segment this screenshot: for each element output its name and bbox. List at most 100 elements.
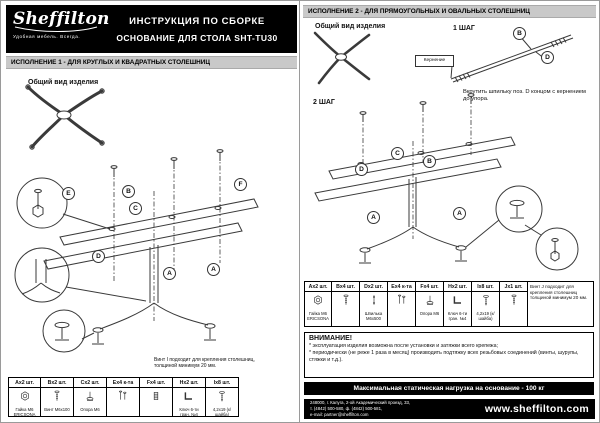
page-left: Sheffilton Удобная мебель. Всегда. ИНСТР… — [6, 5, 297, 420]
part-cell: Fx4 шт. — [140, 377, 173, 417]
page-divider — [299, 1, 300, 422]
callout-badge: A — [453, 207, 466, 220]
header-titles: ИНСТРУКЦИЯ ПО СБОРКЕ ОСНОВАНИЕ ДЛЯ СТОЛА… — [103, 5, 297, 53]
screw-icon — [480, 293, 492, 311]
bolt-icon — [340, 293, 352, 311]
part-qty: Bx2 шт. — [41, 378, 73, 388]
page-right: ИСПОЛНЕНИЕ 2 - ДЛЯ ПРЯМОУГОЛЬНЫХ И ОВАЛЬ… — [303, 5, 596, 420]
parts-table-exec1: Ax2 шт. Гайка М6 ERICSONA Bx2 шт. Винт М… — [8, 377, 239, 417]
part-label: Ключ 6-ти гран. №4 — [447, 311, 468, 321]
attention-item: * эксплуатация изделия возможна после ус… — [309, 343, 499, 349]
part-cell: Bx4 шт. — [332, 281, 360, 327]
fixing-note-right: Винт J подходит для крепления столешниц … — [530, 284, 588, 300]
stud-icon — [368, 293, 380, 311]
insert-icon — [150, 389, 162, 407]
part-label: Шпилька М6х500 — [364, 311, 383, 321]
bolt-icon — [51, 389, 63, 407]
assembly-diagram-exec2 — [303, 21, 596, 277]
part-qty: Fx4 шт. — [140, 378, 172, 388]
footer: 248000, г. Калуга, 2-ой Академический пр… — [304, 399, 595, 419]
part-qty: Ix8 шт. — [472, 282, 499, 292]
attention-item: * периодически (не реже 1 раза в месяц) … — [309, 349, 579, 363]
header: Sheffilton Удобная мебель. Всегда. ИНСТР… — [6, 5, 297, 53]
callout-badge: F — [234, 178, 247, 191]
callout-badge: B — [423, 155, 436, 168]
address-line: т. (4842) 500-580, ф. (4842) 500-581, — [310, 406, 383, 412]
part-label: Винт М6х100 — [44, 407, 70, 412]
kit-icon — [396, 293, 408, 311]
part-qty: Ix8 шт. — [206, 378, 238, 388]
callout-badge: C — [129, 202, 142, 215]
screw-icon — [216, 389, 228, 407]
max-load-bar: Максимальная статическая нагрузка на осн… — [304, 382, 594, 395]
nut-icon — [312, 293, 324, 311]
part-cell: Hx2 шт. Ключ 6-ти гран. №4 — [173, 377, 206, 417]
part-cell: Ex4 к-та — [388, 281, 416, 327]
parts-table-exec2: Ax2 шт. Гайка М6 ERICSONA Bx4 шт. Dx2 шт… — [304, 281, 594, 327]
callout-badge: D — [541, 51, 554, 64]
bolt-icon — [508, 293, 520, 311]
callout-badge: D — [92, 250, 105, 263]
callout-badge: E — [62, 187, 75, 200]
general-view-label-right: Общий вид изделия — [315, 23, 386, 30]
part-note-cell: Винт J подходит для крепления столешниц … — [528, 281, 594, 327]
company-address: 248000, г. Калуга, 2-ой Академический пр… — [310, 400, 410, 417]
part-cell: Ix8 шт. 4,2х19 (к/шайба) — [472, 281, 500, 327]
callout-badge: A — [163, 267, 176, 280]
address-line: 248000, г. Калуга, 2-ой Академический пр… — [310, 400, 411, 406]
part-qty: Hx2 шт. — [444, 282, 471, 292]
part-label: Гайка М6 ERICSONA — [307, 311, 329, 321]
callout-badge: C — [391, 147, 404, 160]
section-title-exec2: ИСПОЛНЕНИЕ 2 - ДЛЯ ПРЯМОУГОЛЬНЫХ И ОВАЛЬ… — [303, 5, 596, 18]
part-cell: Ax2 шт. Гайка М6 ERICSONA — [8, 377, 41, 417]
part-qty: Jx1 шт. — [500, 282, 527, 292]
assembly-diagram-exec1 — [6, 71, 297, 359]
fixing-note-left: Винт I подходит для крепления столешниц,… — [154, 357, 255, 370]
part-qty: Hx2 шт. — [173, 378, 205, 388]
part-cell: Ix8 шт. 4,2х19 (к/шайба) — [206, 377, 239, 417]
support-icon — [424, 293, 436, 311]
part-label: Ключ 6-ти гран. №4 — [179, 407, 199, 417]
part-cell: Ex4 к-та — [107, 377, 140, 417]
brand-name: Sheffilton — [13, 9, 110, 29]
part-qty: Cx2 шт. — [74, 378, 106, 388]
attention-box: ВНИМАНИЕ! * эксплуатация изделия возможн… — [304, 332, 594, 378]
part-cell: Cx2 шт. Опора М6 — [74, 377, 107, 417]
callout-badge: B — [513, 27, 526, 40]
part-cell: Hx2 шт. Ключ 6-ти гран. №4 — [444, 281, 472, 327]
part-qty: Ax2 шт. — [305, 282, 331, 292]
part-label: 4,2х19 (к/шайба) — [476, 311, 495, 321]
section-title-exec1: ИСПОЛНЕНИЕ 1 - ДЛЯ КРУГЛЫХ И КВАДРАТНЫХ … — [6, 56, 297, 69]
step2-label: 2 ШАГ — [313, 99, 335, 106]
support-icon — [84, 389, 96, 407]
part-qty: Fx4 шт. — [416, 282, 443, 292]
part-qty: Dx2 шт. — [360, 282, 387, 292]
part-label: Опора М6 — [419, 311, 440, 316]
kernenie-label: Кернение — [415, 55, 454, 67]
step1-instruction: Вкрутить шпильку поз. D концом с кернени… — [463, 89, 586, 103]
doc-subtitle: ОСНОВАНИЕ ДЛЯ СТОЛА SHT-TU30 — [116, 32, 278, 43]
part-qty: Bx4 шт. — [332, 282, 359, 292]
step1-label: 1 ШАГ — [453, 25, 475, 32]
logo-swoosh-icon — [14, 26, 98, 32]
part-qty: Ax2 шт. — [9, 378, 40, 388]
doc-title: ИНСТРУКЦИЯ ПО СБОРКЕ — [129, 15, 265, 27]
part-qty: Ex4 к-та — [107, 378, 139, 388]
general-view-label-left: Общий вид изделия — [28, 79, 99, 86]
callout-badge: A — [367, 211, 380, 224]
part-cell: Jx1 шт. — [500, 281, 528, 327]
part-cell: Dx2 шт. Шпилька М6х500 — [360, 281, 388, 327]
attention-title: ВНИМАНИЕ! — [309, 335, 353, 342]
part-cell: Fx4 шт. Опора М6 — [416, 281, 444, 327]
callout-badge: A — [207, 263, 220, 276]
callout-badge: B — [122, 185, 135, 198]
brand-tagline: Удобная мебель. Всегда. — [13, 34, 81, 39]
hexkey-icon — [452, 293, 464, 311]
part-qty: Ex4 к-та — [388, 282, 415, 292]
brand-logo: Sheffilton Удобная мебель. Всегда. — [6, 5, 110, 53]
address-line: e-mail: partner@sheffilton.com — [310, 411, 369, 417]
kit-icon — [117, 389, 129, 407]
hexkey-icon — [183, 389, 195, 407]
part-label: 4,2х19 (к/шайба) — [212, 407, 232, 417]
